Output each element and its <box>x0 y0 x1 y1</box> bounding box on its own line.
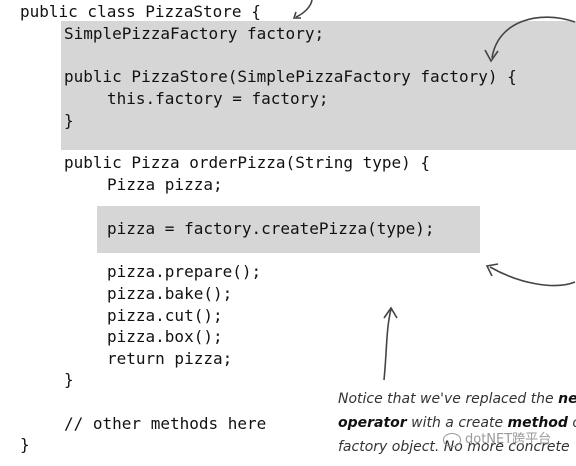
annotation-new-keyword: new <box>558 391 576 407</box>
annotation-method-keyword: method <box>507 415 568 431</box>
annotation-line-1-text: Notice that we've replaced the <box>338 391 559 407</box>
highlight-create-call <box>97 206 480 253</box>
arrow-constructor <box>491 16 576 59</box>
annotation-line-1: Notice that we've replaced the new <box>338 388 576 411</box>
code-constructor-close: } <box>64 111 74 130</box>
arrow-note <box>383 308 392 381</box>
code-method-close: } <box>64 370 74 389</box>
code-local-variable: Pizza pizza; <box>107 175 223 194</box>
annotation-line-2: operator with a create method on the <box>338 412 576 435</box>
code-class-close: } <box>20 435 30 454</box>
annotation-line-2-tail: on the <box>568 415 576 431</box>
code-cut-call: pizza.cut(); <box>107 306 223 325</box>
highlight-constructor <box>61 21 576 150</box>
code-constructor-body: this.factory = factory; <box>107 89 329 108</box>
code-field-decl: SimplePizzaFactory factory; <box>64 24 325 43</box>
code-method-signature: public Pizza orderPizza(String type) { <box>64 153 431 172</box>
watermark-text: dotNET跨平台 <box>465 432 552 447</box>
code-box-call: pizza.box(); <box>107 327 223 346</box>
arrow-create-call <box>489 266 576 287</box>
code-comment: // other methods here <box>64 414 267 433</box>
code-constructor-signature: public PizzaStore(SimplePizzaFactory fac… <box>64 67 517 86</box>
code-create-pizza-call: pizza = factory.createPizza(type); <box>107 219 435 238</box>
watermark: dotNET跨平台 <box>443 428 551 447</box>
arrow-top <box>295 0 313 18</box>
code-class-decl: public class PizzaStore { <box>20 2 261 21</box>
annotation-operator-keyword: operator <box>338 415 407 431</box>
code-return-statement: return pizza; <box>107 349 233 368</box>
code-prepare-call: pizza.prepare(); <box>107 262 262 281</box>
annotation-line-3: factory object. No more concrete <box>338 439 570 455</box>
code-bake-call: pizza.bake(); <box>107 284 233 303</box>
annotation-line-2-text: with a create <box>406 415 508 431</box>
wechat-icon <box>443 432 461 447</box>
